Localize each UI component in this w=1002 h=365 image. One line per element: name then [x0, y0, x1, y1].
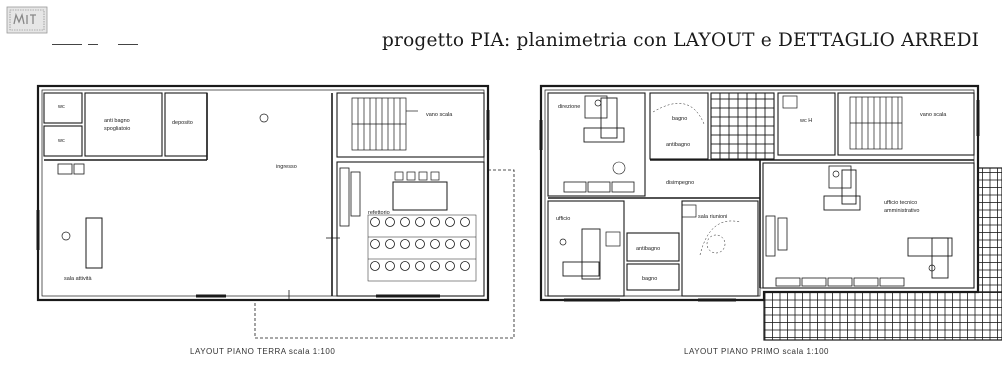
room-label: amministrativo [884, 208, 919, 214]
header-rule [52, 44, 82, 45]
room-label: antibagno [636, 246, 660, 252]
room-label: wc [57, 104, 65, 110]
first-floor-caption: LAYOUT PIANO PRIMO scala 1:100 [684, 347, 829, 356]
room-label: wc [57, 138, 65, 144]
room-label: disimpegno [666, 180, 694, 186]
room-label: ingresso [276, 164, 297, 170]
room-label: wc H [799, 118, 812, 124]
room-label: spogliatoio [104, 126, 130, 132]
room-label: ufficio [556, 216, 570, 222]
stamp-logo-icon [6, 6, 48, 34]
room-label: refettorio [368, 210, 390, 216]
room-label: bagno [642, 276, 657, 282]
room-label: sala riunioni [698, 214, 727, 220]
room-label: antibagno [666, 142, 690, 148]
room-label: vano scala [426, 112, 453, 118]
page-title: progetto PIA: planimetria con LAYOUT e D… [382, 30, 980, 51]
room-label: anti bagno [104, 118, 130, 124]
room-label: deposito [172, 120, 193, 126]
room-label: sala attività [64, 276, 92, 282]
room-label: bagno [672, 116, 687, 122]
ground-floor-caption: LAYOUT PIANO TERRA scala 1:100 [190, 347, 336, 356]
room-label: vano scala [920, 112, 947, 118]
room-label: direzione [558, 104, 580, 110]
room-label: ufficio tecnico [884, 200, 917, 206]
header-rule [88, 44, 98, 45]
header-rule [118, 44, 138, 45]
